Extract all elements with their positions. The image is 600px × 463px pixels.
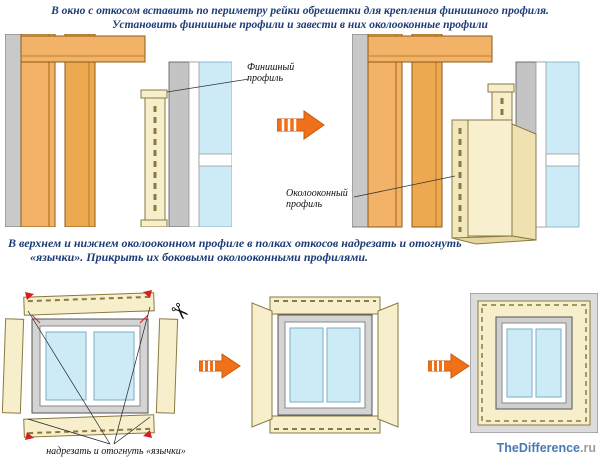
finish-profile-drawing [140, 89, 168, 227]
window-edge [168, 61, 232, 227]
step-arrow-icon [428, 353, 470, 379]
middle-instruction-line2: «язычки». Прикрыть их боковыми околоокон… [30, 249, 369, 264]
near-window-profile-label: Околооконный профиль [286, 188, 348, 210]
step-arrow-icon [199, 353, 241, 379]
corner-detail-before-drawing [5, 34, 232, 227]
top-instruction-line1: В окно с откосом вставить по периметру р… [51, 5, 549, 17]
left-profile [251, 302, 273, 428]
watermark-site[interactable]: TheDifference [496, 441, 581, 455]
window-step1-drawing [2, 290, 179, 445]
finish-profile-label: Финишный профиль [247, 62, 295, 84]
red-fold-marks [25, 290, 152, 440]
middle-instruction-line1: В верхнем и нижнем околооконном профиле … [8, 236, 462, 250]
left-profile [2, 318, 25, 414]
window-step3-drawing [470, 293, 598, 433]
tabs-note-label: надрезать и отогнуть «язычки» [46, 446, 186, 457]
watermark[interactable]: TheDifference.ru [497, 441, 596, 455]
top-instruction-line2: Установить финишные профили и завести в … [112, 18, 488, 31]
wall-strip [5, 34, 22, 227]
watermark-tld[interactable]: .ru [580, 441, 596, 455]
pointer-lines [27, 306, 151, 445]
window [31, 318, 149, 414]
corner-detail-after-drawing [352, 34, 580, 245]
top-instruction: В окно с откосом вставить по периметру р… [0, 5, 600, 32]
top-profile [269, 296, 381, 315]
right-profile [377, 302, 399, 428]
finish-profile-drawing [487, 83, 515, 125]
wood-battens [20, 34, 146, 227]
window [495, 316, 573, 410]
near-window-profile-drawing [451, 119, 537, 245]
bottom-profile [269, 415, 381, 434]
step-arrow-icon [277, 110, 325, 140]
top-profile [23, 292, 155, 316]
bottom-profile [23, 414, 155, 438]
window-step2-drawing [251, 296, 399, 434]
red-fold-lines [31, 314, 149, 324]
right-profile [155, 318, 179, 414]
window [277, 314, 373, 416]
middle-instruction: В верхнем и нижнем околооконном профиле … [8, 236, 588, 264]
